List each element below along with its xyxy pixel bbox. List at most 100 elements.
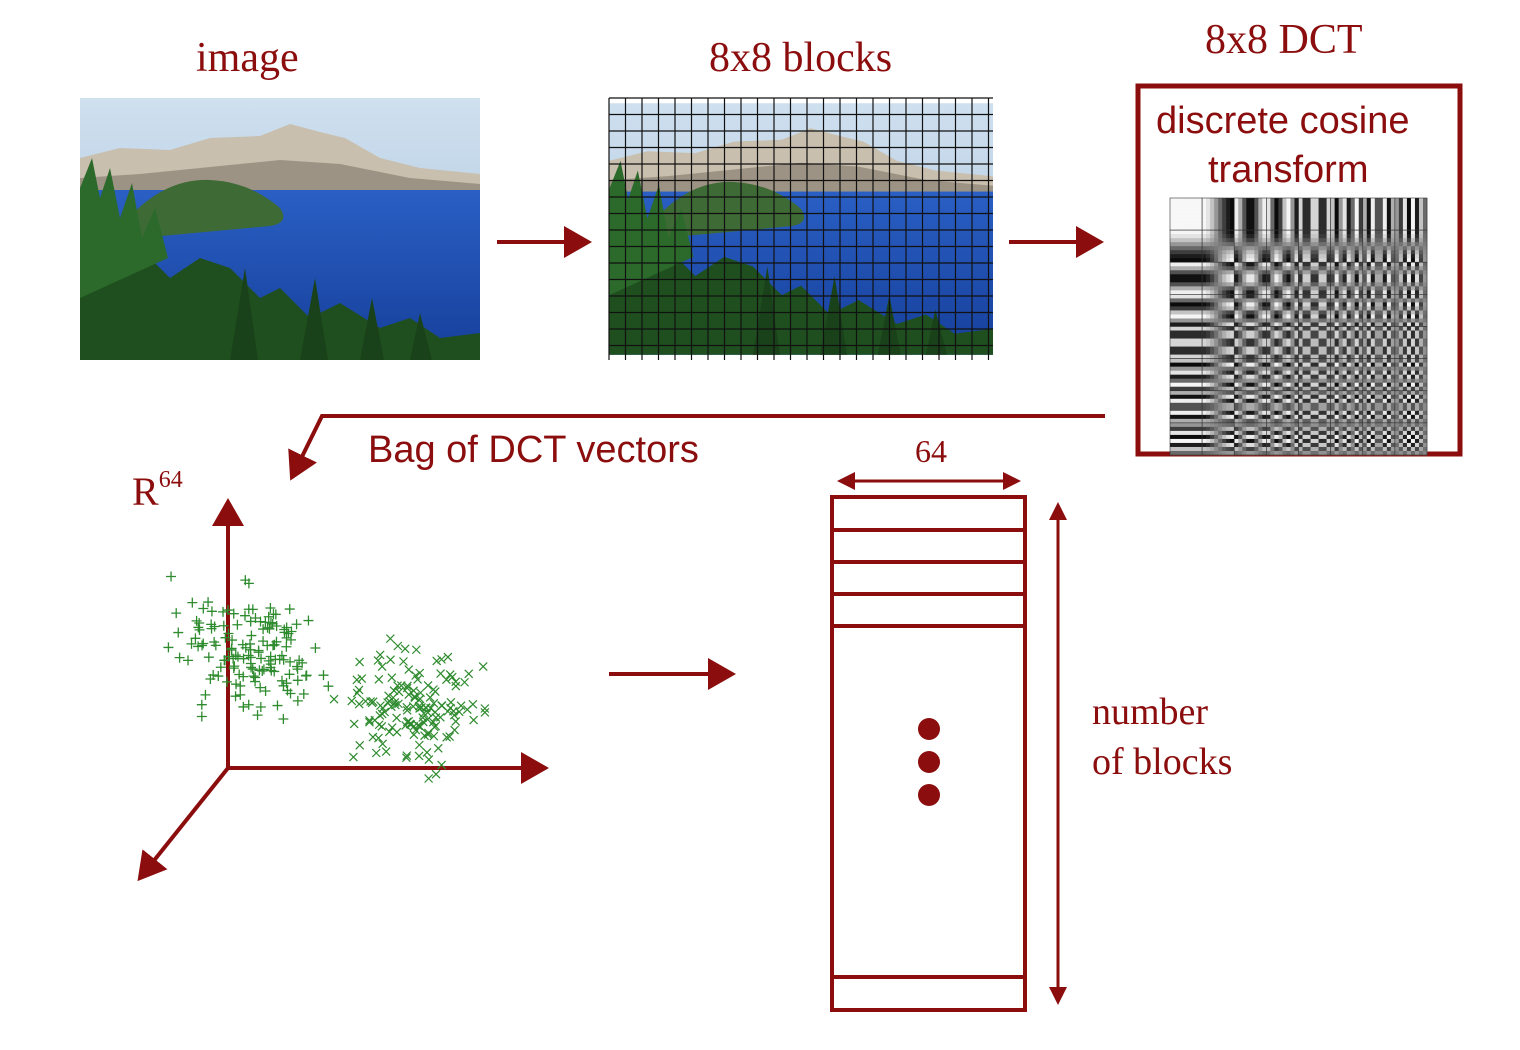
dct-pixel	[1306, 298, 1311, 303]
dct-pixel	[1366, 442, 1372, 448]
dct-pixel	[1258, 282, 1263, 287]
dct-pixel	[1206, 282, 1211, 287]
cross-marker	[393, 641, 403, 651]
dct-pixel	[1182, 406, 1187, 412]
dct-pixel	[1214, 282, 1219, 287]
dct-pixel	[1274, 354, 1279, 359]
dct-pixel	[1170, 246, 1175, 251]
dct-pixel	[1374, 290, 1380, 295]
dct-pixel	[1386, 402, 1392, 408]
dct-pixel	[1222, 438, 1227, 444]
dct-pixel	[1302, 366, 1307, 371]
dct-pixel	[1350, 254, 1356, 259]
dct-pixel	[1234, 386, 1239, 392]
dct-pixel	[1334, 378, 1339, 384]
dct-pixel	[1398, 270, 1404, 275]
plus-marker	[264, 623, 275, 634]
dct-pixel	[1394, 430, 1400, 436]
dct-pixel	[1206, 394, 1211, 400]
dct-pixel	[1278, 314, 1283, 319]
dct-pixel	[1178, 414, 1183, 420]
dct-pixel	[1234, 418, 1239, 424]
dct-pixel	[1254, 266, 1259, 271]
dct-pixel	[1314, 238, 1319, 243]
dct-pixel	[1258, 342, 1263, 347]
dct-pixel	[1258, 410, 1263, 416]
dct-pixel	[1302, 218, 1307, 223]
dct-pixel	[1214, 390, 1219, 396]
dct-pixel	[1382, 362, 1388, 367]
dct-pixel	[1194, 274, 1199, 279]
dct-pixel	[1186, 442, 1191, 448]
dct-pixel	[1262, 402, 1267, 408]
plus-marker	[271, 620, 282, 631]
dct-pixel	[1418, 278, 1424, 283]
dct-pixel	[1334, 438, 1339, 444]
cross-marker	[402, 705, 412, 715]
dct-pixel	[1230, 318, 1235, 323]
dct-pixel	[1338, 354, 1343, 359]
dct-pixel	[1190, 434, 1195, 440]
dct-pixel	[1254, 202, 1259, 207]
dct-pixel	[1346, 266, 1352, 271]
dct-pixel	[1418, 206, 1424, 211]
dct-pixel	[1230, 234, 1235, 239]
dct-pixel	[1210, 430, 1215, 436]
dct-pixel	[1206, 266, 1211, 271]
dct-pixel	[1278, 374, 1283, 380]
dct-pixel	[1386, 210, 1392, 215]
dct-pixel	[1414, 434, 1420, 440]
dct-pixel	[1298, 434, 1303, 440]
dct-pixel	[1222, 210, 1227, 215]
dct-pixel	[1362, 374, 1368, 380]
dct-pixel	[1282, 322, 1287, 327]
dct-pixel	[1302, 310, 1307, 315]
cross-marker	[404, 665, 414, 675]
dct-pixel	[1298, 402, 1303, 408]
dct-pixel	[1370, 346, 1376, 351]
dct-pixel	[1222, 270, 1227, 275]
dct-pixel	[1298, 294, 1303, 299]
dct-pixel	[1226, 302, 1231, 307]
dct-pixel	[1370, 322, 1376, 327]
dct-basis-cell	[1298, 294, 1331, 327]
dct-pixel	[1310, 238, 1315, 243]
dct-pixel	[1330, 430, 1335, 436]
dct-pixel	[1202, 326, 1207, 331]
dct-pixel	[1178, 426, 1183, 432]
dct-pixel	[1334, 278, 1339, 283]
dct-pixel	[1210, 370, 1215, 375]
dct-pixel	[1346, 250, 1352, 255]
dct-pixel	[1182, 330, 1187, 335]
dct-pixel	[1186, 202, 1191, 207]
dct-pixel	[1378, 222, 1384, 227]
dct-pixel	[1370, 394, 1376, 400]
dct-pixel	[1350, 306, 1356, 311]
dct-pixel	[1242, 226, 1247, 231]
dct-pixel	[1262, 442, 1267, 448]
dct-pixel	[1190, 414, 1195, 420]
dct-pixel	[1178, 210, 1183, 215]
dct-pixel	[1242, 382, 1247, 388]
dct-pixel	[1290, 426, 1295, 432]
dct-pixel	[1234, 290, 1239, 295]
dct-pixel	[1370, 310, 1376, 315]
dct-pixel	[1222, 202, 1227, 207]
dct-pixel	[1218, 230, 1223, 235]
dct-pixel	[1406, 278, 1412, 283]
dct-pixel	[1342, 422, 1347, 428]
dct-basis-cell	[1266, 197, 1299, 231]
dct-pixel	[1282, 354, 1287, 359]
dct-pixel	[1246, 442, 1251, 448]
dct-pixel	[1270, 350, 1275, 355]
dct-pixel	[1178, 214, 1183, 219]
dct-pixel	[1210, 302, 1215, 307]
dct-pixel	[1394, 418, 1400, 424]
plus-marker	[297, 657, 308, 668]
dct-pixel	[1334, 374, 1339, 380]
dct-pixel	[1250, 346, 1255, 351]
dct-pixel	[1378, 350, 1384, 355]
dct-pixel	[1370, 446, 1376, 452]
dct-pixel	[1238, 362, 1243, 367]
dct-pixel	[1354, 206, 1360, 211]
